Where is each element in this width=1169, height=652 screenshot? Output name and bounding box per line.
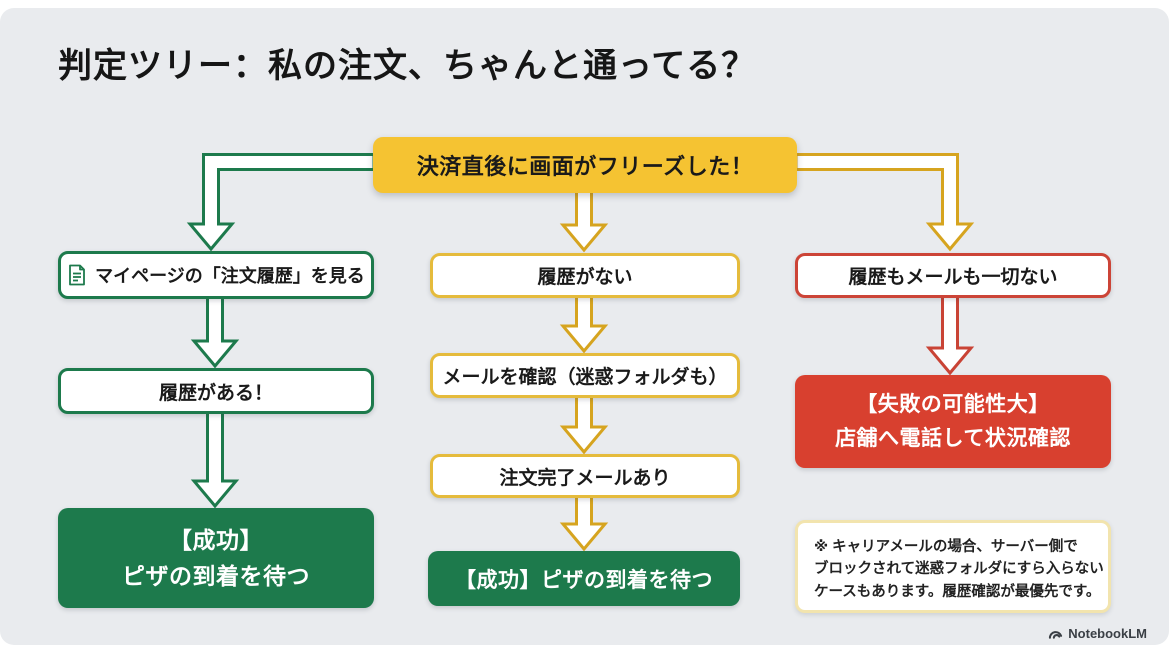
node-success-middle: 【成功】ピザの到着を待つ	[428, 551, 740, 606]
node-label: 注文完了メールあり	[499, 467, 671, 489]
node-label: 履歴がある！	[158, 382, 273, 404]
slide-background: 判定ツリー：私の注文、ちゃんと通ってる？ 決済直後に画面がフリーズした！	[0, 8, 1169, 645]
node-order-complete-mail: 注文完了メールあり	[430, 454, 740, 498]
node-label: メールを確認（迷惑フォルダも）	[442, 367, 728, 388]
arrow-root-to-middle	[559, 189, 609, 253]
carrier-mail-note: ※ キャリアメールの場合、サーバー側で ブロックされて迷惑フォルダにすら入らない…	[795, 520, 1111, 613]
note-line3: ケースもあります。履歴確認が最優先です。	[814, 583, 1101, 600]
document-icon	[67, 264, 87, 286]
node-failure: 【失敗の可能性大】 店舗へ電話して状況確認	[795, 375, 1111, 468]
arrow-mid-step1-step2	[559, 294, 609, 354]
footer-brand: NotebookLM	[1048, 626, 1147, 641]
node-label: 履歴もメールも一切ない	[848, 267, 1058, 288]
node-history-exists: 履歴がある！	[58, 368, 374, 414]
brand-label: NotebookLM	[1068, 626, 1147, 641]
note-line2: ブロックされて迷惑フォルダにすら入らない	[814, 561, 1104, 578]
arrow-mid-step2-step3	[559, 394, 609, 455]
arrow-left-step1-step2	[190, 295, 240, 369]
node-check-mail: メールを確認（迷惑フォルダも）	[430, 353, 740, 398]
success-left-line2: ピザの到着を待つ	[122, 563, 310, 589]
arrow-root-to-right	[794, 153, 975, 252]
root-node-label: 決済直後に画面がフリーズした！	[416, 154, 754, 179]
arrow-root-to-left	[186, 153, 376, 252]
notebooklm-logo-icon	[1048, 627, 1063, 640]
node-no-history-no-mail: 履歴もメールも一切ない	[795, 253, 1111, 298]
node-label: 【成功】ピザの到着を待つ	[455, 568, 713, 592]
failure-line2: 店舗へ電話して状況確認	[835, 426, 1071, 450]
node-label: 履歴がない	[537, 267, 633, 288]
arrow-right-step1-result	[925, 294, 975, 376]
root-node: 決済直後に画面がフリーズした！	[373, 137, 797, 193]
node-label: マイページの「注文履歴」を見る	[95, 266, 365, 286]
failure-line1: 【失敗の可能性大】	[856, 392, 1050, 416]
node-check-order-history: マイページの「注文履歴」を見る	[58, 251, 374, 299]
node-no-history: 履歴がない	[430, 253, 740, 298]
arrow-mid-step3-result	[559, 494, 609, 552]
note-line1: ※ キャリアメールの場合、サーバー側で	[814, 539, 1078, 555]
node-success-left: 【成功】 ピザの到着を待つ	[58, 508, 374, 608]
arrow-left-step2-result	[190, 410, 240, 509]
success-left-line1: 【成功】	[169, 527, 263, 553]
page-title: 判定ツリー：私の注文、ちゃんと通ってる？	[58, 47, 757, 85]
